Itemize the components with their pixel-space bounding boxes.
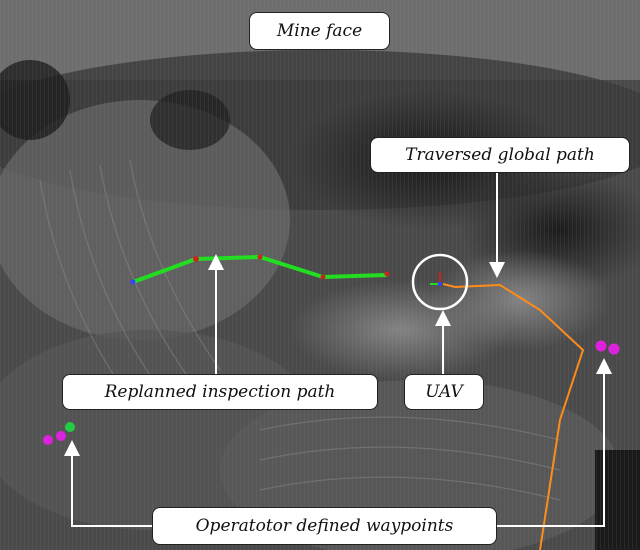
mine-face-label: Mine face xyxy=(249,12,390,50)
operator-waypoints-label: Operatotor defined waypoints xyxy=(152,507,497,545)
uav-label: UAV xyxy=(404,374,484,410)
replanned-inspection-path-label: Replanned inspection path xyxy=(62,374,378,410)
traversed-global-path-label: Traversed global path xyxy=(370,137,630,173)
